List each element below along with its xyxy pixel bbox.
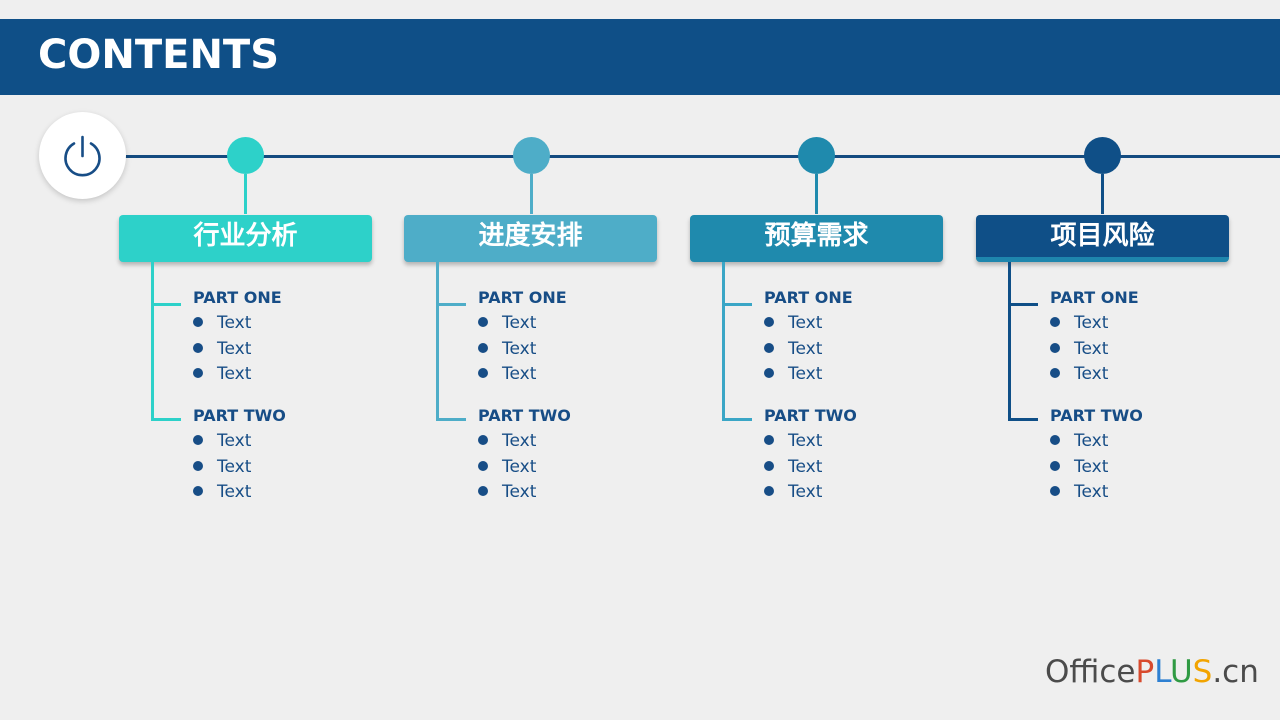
list-item: Text [478,431,536,451]
brand-p: P [1135,654,1155,690]
list-item: Text [1050,457,1108,477]
list-item: Text [1050,431,1108,451]
header-bar: CONTENTS [0,19,1280,95]
branch-part-two-2 [436,418,466,421]
list-item: Text [1050,339,1108,359]
section-card-4[interactable]: 项目风险 [976,215,1229,262]
bullet-icon [478,435,488,445]
list-item: Text [193,457,251,477]
bullet-icon [1050,435,1060,445]
part-one-title-1: PART ONE [193,288,282,307]
brand-u: U [1169,654,1193,690]
bullet-icon [764,486,774,496]
list-item: Text [478,313,536,333]
list-item: Text [193,364,251,384]
bullet-icon [1050,461,1060,471]
bullet-icon [1050,486,1060,496]
section-title-4: 项目风险 [1050,221,1155,251]
brand-logo: OfficePLUS.cn [1045,652,1259,692]
part-two-title-2: PART TWO [478,406,571,425]
timeline-stem-3 [815,174,818,214]
list-item: Text [764,364,822,384]
branch-part-one-1 [151,303,181,306]
branch-part-two-1 [151,418,181,421]
list-item: Text [764,457,822,477]
timeline-stem-4 [1101,174,1104,214]
timeline-node-2[interactable] [513,137,550,174]
brand-s: S [1192,654,1213,690]
section-title-3: 预算需求 [764,221,869,251]
brand-l: L [1154,654,1170,690]
branch-line-4 [1008,262,1011,421]
list-item: Text [478,364,536,384]
list-item: Text [1050,313,1108,333]
section-card-2[interactable]: 进度安排 [404,215,657,262]
brand-cn: .cn [1212,654,1259,690]
bullet-icon [764,317,774,327]
bullet-icon [764,435,774,445]
branch-line-3 [722,262,725,421]
section-card-1[interactable]: 行业分析 [119,215,372,262]
list-item: Text [193,339,251,359]
bullet-icon [1050,343,1060,353]
list-item: Text [1050,364,1108,384]
part-one-title-2: PART ONE [478,288,567,307]
bullet-icon [478,486,488,496]
bullet-icon [1050,368,1060,378]
part-two-title-1: PART TWO [193,406,286,425]
bullet-icon [764,368,774,378]
section-title-2: 进度安排 [478,221,583,251]
timeline-line [82,155,1280,158]
branch-line-1 [151,262,154,421]
list-item: Text [478,457,536,477]
section-card-3[interactable]: 预算需求 [690,215,943,262]
page-title: CONTENTS [38,32,280,78]
branch-part-one-2 [436,303,466,306]
bullet-icon [478,343,488,353]
part-two-title-4: PART TWO [1050,406,1143,425]
timeline-node-4[interactable] [1084,137,1121,174]
part-one-title-4: PART ONE [1050,288,1139,307]
section-title-1: 行业分析 [193,221,298,251]
bullet-icon [193,461,203,471]
bullet-icon [193,368,203,378]
list-item: Text [478,482,536,502]
branch-part-two-3 [722,418,752,421]
list-item: Text [1050,482,1108,502]
branch-line-2 [436,262,439,421]
timeline-stem-1 [244,174,247,214]
list-item: Text [764,339,822,359]
bullet-icon [193,343,203,353]
bullet-icon [193,435,203,445]
bullet-icon [764,343,774,353]
timeline-node-1[interactable] [227,137,264,174]
bullet-icon [478,317,488,327]
part-one-title-3: PART ONE [764,288,853,307]
bullet-icon [764,461,774,471]
list-item: Text [764,313,822,333]
branch-part-one-3 [722,303,752,306]
bullet-icon [478,368,488,378]
list-item: Text [478,339,536,359]
branch-part-two-4 [1008,418,1038,421]
bullet-icon [193,317,203,327]
timeline-node-3[interactable] [798,137,835,174]
bullet-icon [1050,317,1060,327]
list-item: Text [764,482,822,502]
branch-part-one-4 [1008,303,1038,306]
part-two-title-3: PART TWO [764,406,857,425]
list-item: Text [193,313,251,333]
brand-office: Office [1045,654,1136,690]
timeline-stem-2 [530,174,533,214]
bullet-icon [193,486,203,496]
power-icon [64,135,101,177]
list-item: Text [193,431,251,451]
bullet-icon [478,461,488,471]
list-item: Text [193,482,251,502]
list-item: Text [764,431,822,451]
power-button[interactable] [39,112,126,199]
